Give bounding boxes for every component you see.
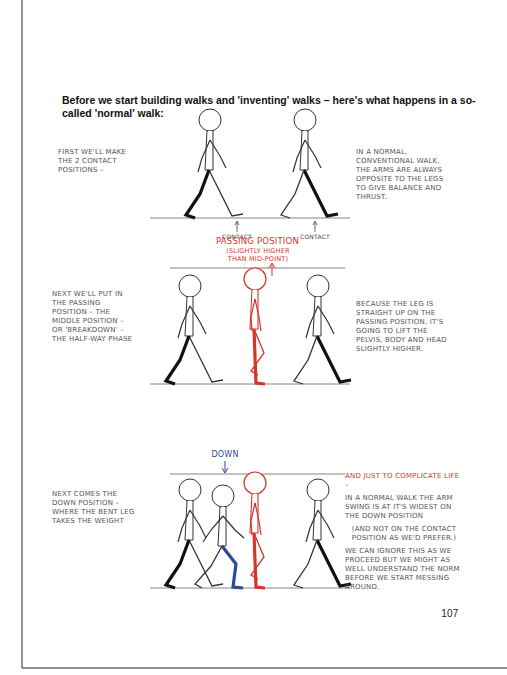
annotation-note: BECAUSE THE LEG IS STRAIGHT UP ON THE PA… — [356, 300, 448, 354]
page-heading: Before we start building walks and 'inve… — [62, 94, 482, 120]
passing-label: PASSING POSITION — [205, 236, 310, 247]
annotation-note: IN A NORMAL, CONVENTIONAL WALK, THE ARMS… — [356, 148, 448, 202]
contact-label: CONTACT — [295, 233, 335, 241]
annotation-note: AND JUST TO COMPLICATE LIFE – — [345, 472, 463, 490]
page-number: 107 — [430, 607, 470, 620]
down-label: DOWN — [205, 450, 245, 460]
annotation-note: (AND NOT ON THE CONTACT POSITION AS WE'D… — [345, 525, 463, 543]
annotation-note: WE CAN IGNORE THIS AS WE PROCEED BUT WE … — [345, 547, 463, 592]
annotation-note: FIRST WE'LL MAKE THE 2 CONTACT POSITIONS… — [58, 148, 140, 175]
annotation-column: AND JUST TO COMPLICATE LIFE – IN A NORMAL… — [345, 472, 463, 596]
annotation-note: NEXT COMES THE DOWN POSITION – WHERE THE… — [52, 490, 136, 526]
annotation-note: NEXT WE'LL PUT IN THE PASSING POSITION –… — [52, 290, 136, 344]
passing-note: (SLIGHTLY HIGHER THAN MID-POINT) — [222, 247, 294, 263]
annotation-note: IN A NORMAL WALK THE ARM SWING IS AT IT'… — [345, 494, 463, 521]
